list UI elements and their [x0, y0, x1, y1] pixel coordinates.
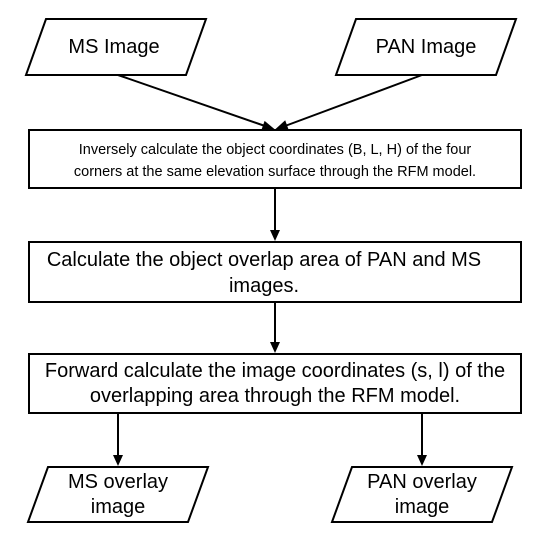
edge-forward-calc-to-ms-overlay	[113, 413, 123, 466]
ms-overlay-line-2: image	[91, 496, 145, 518]
forward-calc-line-2: overlapping area through the RFM model.	[90, 385, 460, 407]
pan-overlay-line-2: image	[395, 496, 449, 518]
svg-text:Calculate the object overlap a: Calculate the object overlap area of PAN…	[47, 249, 481, 271]
overlap-area-line-1: Calculate the object overlap area of PAN…	[47, 249, 481, 271]
svg-text:Inversely calculate the object: Inversely calculate the object coordinat…	[79, 142, 472, 158]
pan-image-label: PAN Image	[376, 36, 477, 58]
overlap-area-line-2: images.	[229, 275, 299, 297]
ms-image-node: MS Image	[24, 18, 208, 76]
svg-text:image: image	[395, 496, 449, 518]
svg-text:MS overlay: MS overlay	[68, 471, 168, 493]
svg-text:MS Image: MS Image	[68, 36, 159, 58]
edge-pan-image-to-inverse-calc	[275, 74, 423, 130]
pan-overlay-node: PAN overlay image	[330, 466, 514, 523]
inverse-calc-node: Inversely calculate the object coordinat…	[28, 129, 522, 189]
svg-text:image: image	[91, 496, 145, 518]
edge-ms-image-to-inverse-calc	[117, 74, 275, 131]
inverse-calc-line-1: Inversely calculate the object coordinat…	[79, 142, 472, 158]
inverse-calc-line-2: corners at the same elevation surface th…	[74, 164, 476, 180]
svg-text:Forward calculate the image co: Forward calculate the image coordinates …	[45, 360, 505, 382]
forward-calc-line-1: Forward calculate the image coordinates …	[45, 360, 505, 382]
pan-image-node: PAN Image	[334, 18, 518, 76]
svg-text:overlapping area through the R: overlapping area through the RFM model.	[90, 385, 460, 407]
pan-overlay-line-1: PAN overlay	[367, 471, 477, 493]
overlap-area-node: Calculate the object overlap area of PAN…	[28, 241, 522, 303]
edge-forward-calc-to-pan-overlay	[417, 413, 427, 466]
svg-text:PAN Image: PAN Image	[376, 36, 477, 58]
svg-text:corners at the same elevation: corners at the same elevation surface th…	[74, 164, 476, 180]
ms-image-label: MS Image	[68, 36, 159, 58]
edge-inverse-calc-to-overlap-area	[270, 188, 280, 241]
ms-overlay-line-1: MS overlay	[68, 471, 168, 493]
svg-text:PAN overlay: PAN overlay	[367, 471, 477, 493]
forward-calc-node: Forward calculate the image coordinates …	[28, 353, 522, 414]
ms-overlay-node: MS overlay image	[26, 466, 210, 523]
svg-text:images.: images.	[229, 275, 299, 297]
edge-overlap-area-to-forward-calc	[270, 302, 280, 353]
